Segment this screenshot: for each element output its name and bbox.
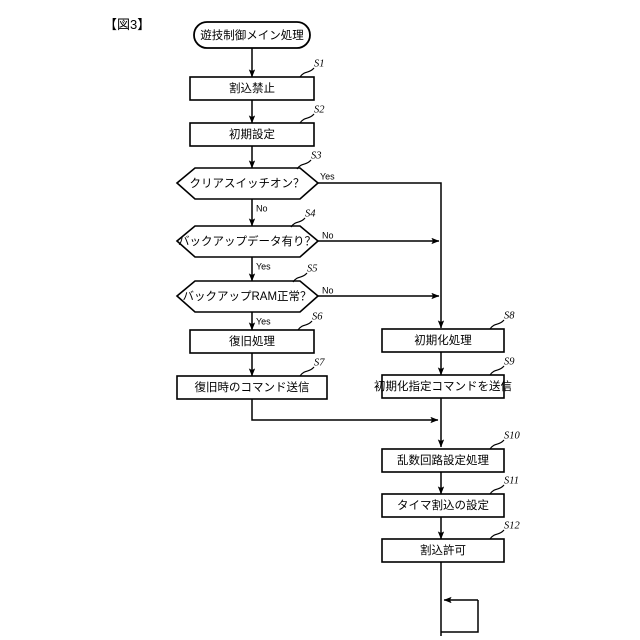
leader-s2 bbox=[299, 113, 315, 124]
leader-s12 bbox=[489, 529, 505, 540]
node-s9-label: 初期化指定コマンドを送信 bbox=[374, 379, 512, 393]
step-id-s4: S4 bbox=[305, 208, 316, 219]
branch-label-s3-no: No bbox=[256, 203, 268, 213]
node-s6-label: 復旧処理 bbox=[229, 334, 275, 348]
connector-s3-yes-merge bbox=[318, 182, 445, 329]
branch-label-s5-yes: Yes bbox=[256, 316, 271, 326]
node-s3[interactable]: クリアスイッチオン？ bbox=[175, 167, 320, 200]
step-id-s11: S11 bbox=[504, 475, 519, 486]
node-s5[interactable]: バックアップRAM正常？ bbox=[175, 280, 320, 313]
leader-s3 bbox=[296, 159, 312, 170]
node-s7-label: 復旧時のコマンド送信 bbox=[195, 380, 310, 394]
node-s8[interactable]: 初期化処理 bbox=[381, 328, 505, 353]
node-s9[interactable]: 初期化指定コマンドを送信 bbox=[374, 374, 512, 399]
node-s5-label: バックアップRAM正常？ bbox=[182, 290, 311, 303]
node-s4[interactable]: バックアップデータ有り？ bbox=[175, 225, 320, 258]
leader-s8 bbox=[489, 319, 505, 330]
step-id-s1: S1 bbox=[314, 58, 325, 69]
leader-s10 bbox=[489, 439, 505, 450]
step-id-s8: S8 bbox=[504, 310, 515, 321]
step-id-s2: S2 bbox=[314, 104, 325, 115]
node-s2-label: 初期設定 bbox=[229, 127, 275, 141]
branch-label-s3-yes: Yes bbox=[320, 171, 335, 181]
node-s6[interactable]: 復旧処理 bbox=[189, 329, 315, 354]
node-start-label: 遊技制御メイン処理 bbox=[200, 28, 304, 42]
node-s12-label: 割込許可 bbox=[420, 543, 466, 557]
leader-s6 bbox=[297, 320, 313, 331]
node-s1[interactable]: 割込禁止 bbox=[189, 76, 315, 101]
node-s12[interactable]: 割込許可 bbox=[381, 538, 505, 563]
connector-s7-merge bbox=[251, 399, 439, 424]
node-layer: 遊技制御メイン処理 割込禁止 S1 初期設定 S2 クリアスイッチオン？ bbox=[175, 21, 521, 563]
step-id-s9: S9 bbox=[504, 356, 515, 367]
node-s2[interactable]: 初期設定 bbox=[189, 122, 315, 147]
node-s7[interactable]: 復旧時のコマンド送信 bbox=[176, 375, 328, 400]
step-id-s5: S5 bbox=[307, 263, 318, 274]
step-id-s10: S10 bbox=[504, 430, 521, 441]
node-s8-label: 初期化処理 bbox=[414, 333, 472, 347]
node-s3-label: クリアスイッチオン？ bbox=[190, 177, 305, 190]
branch-label-s5-no: No bbox=[322, 285, 334, 295]
node-s11-label: タイマ割込の設定 bbox=[397, 498, 489, 512]
leader-s4 bbox=[290, 217, 306, 228]
leader-s9 bbox=[489, 365, 505, 376]
leader-s7 bbox=[299, 366, 315, 377]
leader-s11 bbox=[489, 484, 505, 495]
node-s1-label: 割込禁止 bbox=[229, 81, 275, 95]
leader-s1 bbox=[299, 67, 315, 78]
node-s4-label: バックアップデータ有り？ bbox=[178, 234, 316, 248]
leader-s5 bbox=[292, 272, 308, 283]
node-s10-label: 乱数回路設定処理 bbox=[397, 453, 489, 467]
node-s10[interactable]: 乱数回路設定処理 bbox=[381, 448, 505, 473]
node-start[interactable]: 遊技制御メイン処理 bbox=[193, 21, 311, 49]
step-id-s12: S12 bbox=[504, 520, 521, 531]
connector-infinite-loop bbox=[441, 600, 479, 633]
step-id-s7: S7 bbox=[314, 357, 325, 368]
figure-label: 【図3】 bbox=[104, 17, 151, 32]
connector-layer bbox=[248, 48, 479, 636]
step-id-s6: S6 bbox=[312, 311, 323, 322]
branch-label-s4-yes: Yes bbox=[256, 261, 271, 271]
branch-label-s4-no: No bbox=[322, 230, 334, 240]
step-id-s3: S3 bbox=[311, 150, 322, 161]
node-s11[interactable]: タイマ割込の設定 bbox=[381, 493, 505, 518]
